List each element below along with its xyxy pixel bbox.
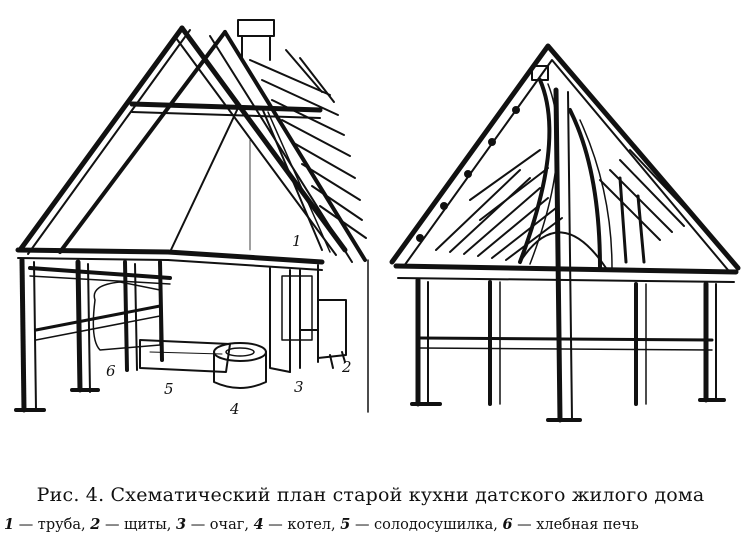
legend-item-6: 6 — хлебная печь bbox=[502, 516, 639, 533]
legend-item-5: 5 — солодосушилка, bbox=[340, 516, 498, 533]
left-kitchen-drawing bbox=[14, 19, 369, 413]
legend-item-3: 3 — очаг, bbox=[176, 516, 249, 533]
legend-item-2: 2 — щиты, bbox=[90, 516, 172, 533]
legend-item-4: 4 — котел, bbox=[253, 516, 336, 533]
label-6: 6 bbox=[106, 362, 116, 380]
label-1: 1 bbox=[292, 232, 302, 250]
figure-legend: 1 — труба, 2 — щиты, 3 — очаг, 4 — котел… bbox=[4, 516, 741, 533]
label-3: 3 bbox=[294, 378, 304, 396]
kitchen-illustration: 1 2 3 4 5 6 bbox=[14, 19, 741, 423]
label-2: 2 bbox=[341, 358, 352, 376]
label-4: 4 bbox=[229, 400, 240, 418]
right-kitchen-drawing bbox=[389, 43, 741, 423]
legend-item-1: 1 — труба, bbox=[4, 516, 86, 533]
figure-title: Рис. 4. Схематический план старой кухни … bbox=[36, 484, 705, 506]
label-5: 5 bbox=[164, 380, 174, 398]
